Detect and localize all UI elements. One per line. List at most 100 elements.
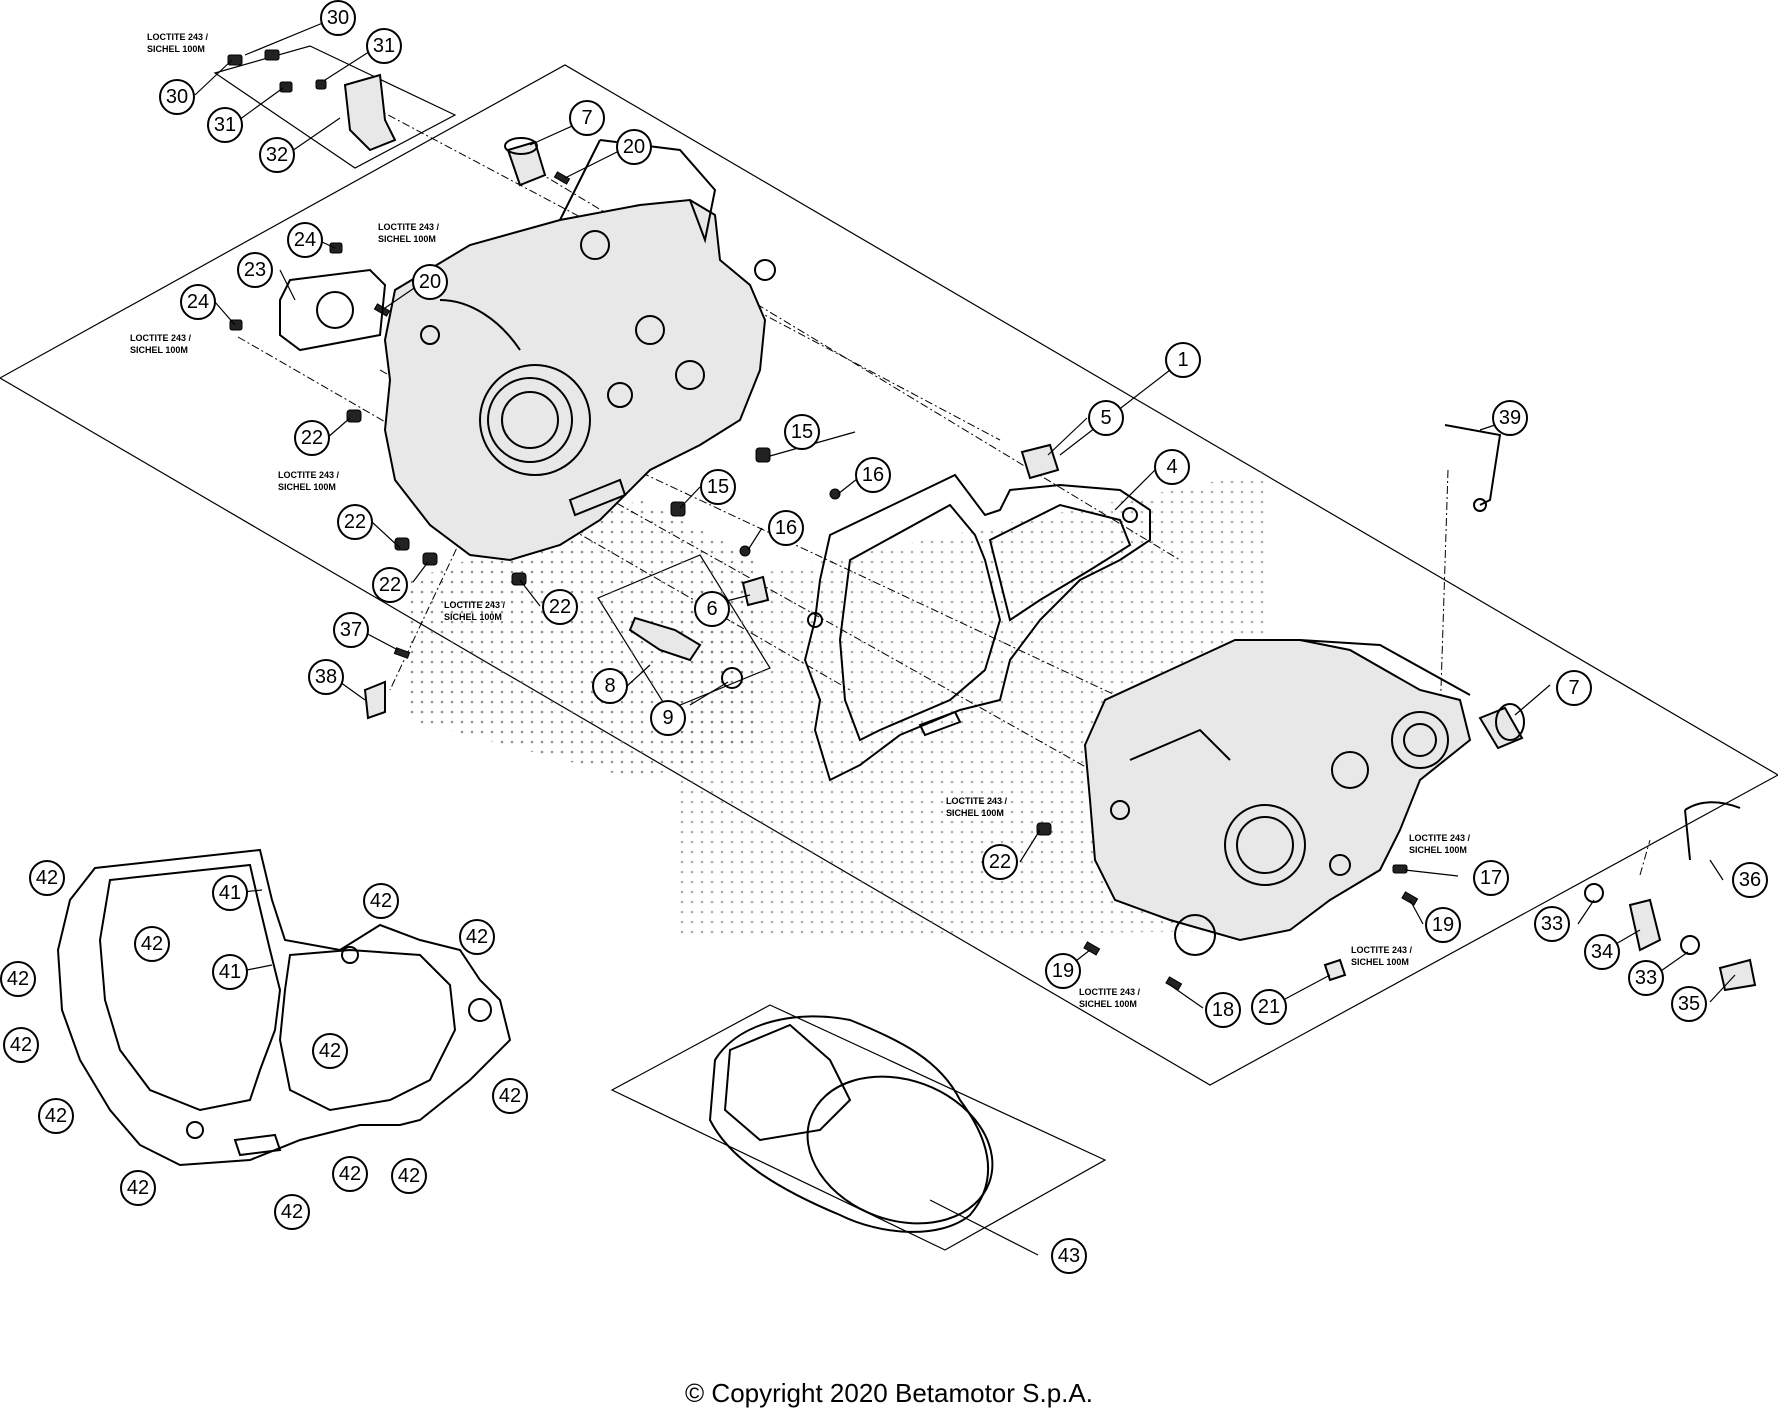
svg-text:42: 42 [127, 1177, 149, 1199]
callout-41-lower: 41 [212, 954, 248, 990]
svg-text:8: 8 [604, 675, 615, 697]
callout-31-left: 31 [207, 107, 243, 143]
svg-text:LOCTITE 243 /: LOCTITE 243 / [147, 32, 209, 42]
svg-text:16: 16 [775, 517, 797, 539]
svg-text:30: 30 [327, 7, 349, 29]
svg-text:SICHEL 100M: SICHEL 100M [946, 808, 1004, 818]
callout-17: 17 [1473, 860, 1509, 896]
svg-text:42: 42 [339, 1163, 361, 1185]
svg-text:7: 7 [1568, 677, 1579, 699]
svg-text:24: 24 [187, 291, 209, 313]
callout-18: 18 [1205, 992, 1241, 1028]
gasket-kit-card [610, 1004, 1107, 1251]
svg-text:36: 36 [1739, 869, 1761, 891]
svg-text:SICHEL 100M: SICHEL 100M [1079, 999, 1137, 1009]
loctite-note-7: LOCTITE 243 / SICHEL 100M [1409, 833, 1471, 855]
small-parts [227, 49, 1757, 992]
callout-22-b: 22 [337, 504, 373, 540]
svg-text:42: 42 [141, 933, 163, 955]
callout-42-d: 42 [3, 1027, 39, 1063]
callout-19-right: 19 [1425, 907, 1461, 943]
svg-text:20: 20 [623, 136, 645, 158]
callout-21: 21 [1251, 989, 1287, 1025]
svg-text:42: 42 [499, 1085, 521, 1107]
loctite-notes: LOCTITE 243 / SICHEL 100M LOCTITE 243 / SI… [130, 32, 1471, 1009]
svg-text:LOCTITE 243 /: LOCTITE 243 / [1409, 833, 1471, 843]
svg-text:33: 33 [1541, 913, 1563, 935]
svg-text:SICHEL 100M: SICHEL 100M [130, 345, 188, 355]
callout-20-top: 20 [616, 129, 652, 165]
callout-4: 4 [1154, 449, 1190, 485]
callout-30-left: 30 [159, 79, 195, 115]
svg-text:SICHEL 100M: SICHEL 100M [1409, 845, 1467, 855]
svg-text:41: 41 [219, 882, 241, 904]
callout-22-e: 22 [982, 844, 1018, 880]
callout-22-d: 22 [542, 589, 578, 625]
svg-text:31: 31 [373, 35, 395, 57]
callout-41-upper: 41 [212, 875, 248, 911]
svg-text:5: 5 [1100, 407, 1111, 429]
callout-7-right: 7 [1556, 670, 1592, 706]
callout-35: 35 [1671, 986, 1707, 1022]
svg-text:19: 19 [1052, 960, 1074, 982]
callout-32: 32 [259, 137, 295, 173]
callout-16-upper: 16 [855, 457, 891, 493]
callout-42-h: 42 [332, 1156, 368, 1192]
svg-text:LOCTITE 243 /: LOCTITE 243 / [444, 600, 506, 610]
svg-text:42: 42 [7, 968, 29, 990]
svg-text:22: 22 [989, 851, 1011, 873]
callout-5: 5 [1088, 400, 1124, 436]
svg-text:42: 42 [10, 1034, 32, 1056]
svg-text:38: 38 [315, 666, 337, 688]
svg-text:9: 9 [662, 707, 673, 729]
callout-20-mid: 20 [412, 264, 448, 300]
svg-text:15: 15 [707, 476, 729, 498]
callout-37: 37 [333, 612, 369, 648]
gasket-kit-43 [708, 1015, 994, 1233]
callout-42-c: 42 [0, 961, 36, 997]
callout-42-k: 42 [312, 1033, 348, 1069]
svg-text:42: 42 [370, 890, 392, 912]
svg-text:42: 42 [319, 1040, 341, 1062]
svg-text:15: 15 [791, 421, 813, 443]
callout-15-lower: 15 [700, 469, 736, 505]
callout-24-lower: 24 [180, 284, 216, 320]
svg-text:42: 42 [398, 1165, 420, 1187]
svg-text:SICHEL 100M: SICHEL 100M [1351, 957, 1409, 967]
callout-19-left: 19 [1045, 953, 1081, 989]
svg-text:22: 22 [344, 511, 366, 533]
svg-text:24: 24 [294, 229, 316, 251]
svg-text:33: 33 [1635, 967, 1657, 989]
callout-36: 36 [1732, 862, 1768, 898]
callout-6: 6 [694, 591, 730, 627]
svg-text:LOCTITE 243 /: LOCTITE 243 / [278, 470, 340, 480]
svg-text:LOCTITE 243 /: LOCTITE 243 / [946, 796, 1008, 806]
svg-text:19: 19 [1432, 914, 1454, 936]
svg-text:42: 42 [36, 867, 58, 889]
svg-text:31: 31 [214, 114, 236, 136]
callout-42-l: 42 [459, 919, 495, 955]
callout-33-right: 33 [1628, 960, 1664, 996]
svg-text:SICHEL 100M: SICHEL 100M [147, 44, 205, 54]
svg-text:43: 43 [1058, 1245, 1080, 1267]
loctite-note-5: LOCTITE 243 /SICHEL 100M [444, 600, 506, 622]
callout-16-lower: 16 [768, 510, 804, 546]
callout-42-m: 42 [363, 883, 399, 919]
base-gasket-41-42 [56, 848, 512, 1167]
callout-22-c: 22 [372, 567, 408, 603]
left-crankcase-half [383, 139, 776, 562]
right-crankcase-half [1083, 639, 1472, 956]
svg-text:21: 21 [1258, 996, 1280, 1018]
svg-text:1: 1 [1177, 349, 1188, 371]
svg-text:22: 22 [301, 427, 323, 449]
loctite-note-9: LOCTITE 243 /SICHEL 100M [1079, 987, 1141, 1009]
svg-text:17: 17 [1480, 867, 1502, 889]
callout-42-b: 42 [134, 926, 170, 962]
callout-42-g: 42 [274, 1194, 310, 1230]
callout-39: 39 [1492, 400, 1528, 436]
svg-text:42: 42 [45, 1105, 67, 1127]
svg-text:6: 6 [706, 598, 717, 620]
callout-22-a: 22 [294, 420, 330, 456]
callout-30-top: 30 [320, 0, 356, 36]
